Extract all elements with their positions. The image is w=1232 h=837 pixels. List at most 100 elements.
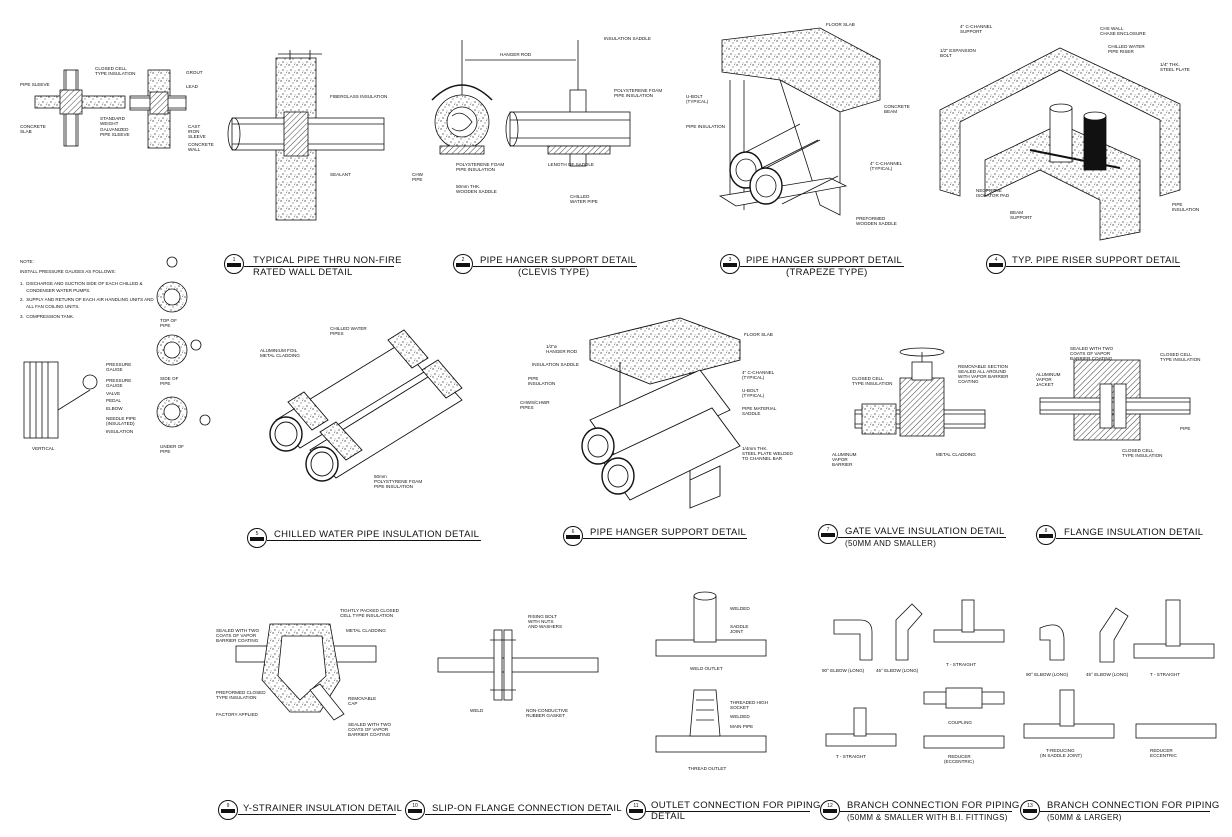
detail-8-bubble: 8 xyxy=(1036,525,1056,545)
detail-13-subtitle: (50MM & LARGER) xyxy=(1047,813,1122,822)
svg-text:LENGTH OF SADDLE: LENGTH OF SADDLE xyxy=(548,162,594,167)
svg-text:(TYPICAL): (TYPICAL) xyxy=(742,375,765,380)
detail-9-title: Y-STRAINER INSULATION DETAIL xyxy=(243,803,403,814)
detail-9-labels: SEALED WITH TWO COATS OF VAPOR BARRIER C… xyxy=(216,608,400,737)
svg-text:CLOSED CELL: CLOSED CELL xyxy=(1160,352,1192,357)
detail-2-underline xyxy=(473,266,637,267)
svg-text:PIPE INSULATION: PIPE INSULATION xyxy=(456,167,495,172)
detail-7-labels: CLOSED CELL TYPE INSULATION REMOVABLE SE… xyxy=(832,364,1009,467)
svg-text:PIPE SLEEVE: PIPE SLEEVE xyxy=(100,132,130,137)
svg-text:SEALED WITH TWO: SEALED WITH TWO xyxy=(216,628,259,633)
detail-10-labels: RISING BOLT WITH NUTS AND WASHERS WELD N… xyxy=(470,614,568,718)
svg-text:SIDE OF: SIDE OF xyxy=(160,376,179,381)
svg-text:POLYSTYRENE FOAM: POLYSTYRENE FOAM xyxy=(374,479,422,484)
svg-text:SADDLE: SADDLE xyxy=(730,624,748,629)
svg-text:PIPE INSULATION: PIPE INSULATION xyxy=(686,124,725,129)
svg-text:TYPE INSULATION: TYPE INSULATION xyxy=(216,695,257,700)
svg-text:REDUCER: REDUCER xyxy=(1150,748,1173,753)
detail-4-bubble: 4 xyxy=(986,254,1006,274)
detail-13-labels: 90° ELBOW (LONG) 45° ELBOW (LONG) T - ST… xyxy=(1026,672,1180,758)
detail-11-underline xyxy=(646,811,810,812)
svg-text:PIPES: PIPES xyxy=(520,405,534,410)
detail-2-title: PIPE HANGER SUPPORT DETAIL xyxy=(480,255,637,266)
pressure-gauge-labels: TOP OF PIPE SIDE OF PIPE UNDER OF PIPE P… xyxy=(32,318,184,454)
detail-2-labels: HANGER ROD INSULATION SADDLE POLYSTERENE… xyxy=(330,36,662,204)
svg-text:POLYSTERENE FOAM: POLYSTERENE FOAM xyxy=(456,162,504,167)
svg-text:1/2" EXPANSION: 1/2" EXPANSION xyxy=(940,48,976,53)
svg-text:ALUMINUM: ALUMINUM xyxy=(832,452,857,457)
svg-text:CONCRETE: CONCRETE xyxy=(188,142,214,147)
svg-text:CONCRETE: CONCRETE xyxy=(884,104,910,109)
svg-text:NEEDLE PIPE: NEEDLE PIPE xyxy=(106,416,136,421)
svg-text:WALL: WALL xyxy=(188,147,201,152)
svg-text:INSULATION SADDLE: INSULATION SADDLE xyxy=(532,362,579,367)
svg-text:NEOPRENE: NEOPRENE xyxy=(976,188,1002,193)
svg-text:CHILLED WATER: CHILLED WATER xyxy=(330,326,367,331)
detail-6-labels: FLOOR SLAB 1/2"ø HANGER ROD INSULATION S… xyxy=(520,332,793,461)
svg-text:1/2"ø: 1/2"ø xyxy=(546,344,557,349)
svg-text:1/4mm THK.: 1/4mm THK. xyxy=(742,446,768,451)
svg-text:FIBERGLASS INSULATION: FIBERGLASS INSULATION xyxy=(330,94,387,99)
note-line: 1. DISCHARGE AND SUCTION SIDE OF EACH CH… xyxy=(20,281,143,286)
svg-text:BARRIER COATING: BARRIER COATING xyxy=(348,732,391,737)
svg-text:TO CHANNEL BAR: TO CHANNEL BAR xyxy=(742,456,783,461)
svg-text:SEALED WITH TWO: SEALED WITH TWO xyxy=(348,722,391,727)
svg-text:SUPPORT: SUPPORT xyxy=(1010,215,1032,220)
svg-text:CONCRETE: CONCRETE xyxy=(20,124,46,129)
detail-4-labels: 4" C-CHANNEL SUPPORT CHS WALL CHASE ENCL… xyxy=(940,24,1199,220)
detail-3-labels: FLOOR SLAB CONCRETE BEAM U-BOLT (TYPICAL… xyxy=(686,22,910,226)
svg-text:CELL TYPE INSULATION: CELL TYPE INSULATION xyxy=(340,613,393,618)
svg-text:GAUGE: GAUGE xyxy=(106,383,123,388)
svg-text:TIGHTLY PACKED CLOSED: TIGHTLY PACKED CLOSED xyxy=(340,608,400,613)
detail-1-subtitle: RATED WALL DETAIL xyxy=(253,267,353,278)
svg-text:SEALED ALL AROUND: SEALED ALL AROUND xyxy=(958,369,1007,374)
note-heading: NOTE: xyxy=(20,259,34,264)
svg-text:SEALED WITH TWO: SEALED WITH TWO xyxy=(1070,346,1113,351)
svg-text:RISING BOLT: RISING BOLT xyxy=(528,614,557,619)
pressure-gauge-drawing xyxy=(23,256,211,439)
detail-7-bubble: 7 xyxy=(818,524,838,544)
svg-text:STEEL PLATE WELDED: STEEL PLATE WELDED xyxy=(742,451,793,456)
svg-text:REMOVABLE SECTION: REMOVABLE SECTION xyxy=(958,364,1008,369)
svg-text:WITH VAPOR BARRIER: WITH VAPOR BARRIER xyxy=(958,374,1009,379)
svg-text:SEALANT: SEALANT xyxy=(330,172,351,177)
svg-text:IRON: IRON xyxy=(188,129,199,134)
svg-text:CHILLED WATER: CHILLED WATER xyxy=(1108,44,1145,49)
svg-text:WATER PIPE: WATER PIPE xyxy=(570,199,598,204)
detail-3-drawing xyxy=(718,27,881,216)
note-line: 3. COMPRESSION TANK. xyxy=(20,314,75,319)
svg-text:PIPE SLEEVE: PIPE SLEEVE xyxy=(20,82,50,87)
svg-text:(IN SADDLE JOINT): (IN SADDLE JOINT) xyxy=(1040,753,1082,758)
detail-1-labels: CLOSED CELL TYPE INSULATION GROUT LEAD S… xyxy=(20,66,214,152)
svg-text:PRESSURE: PRESSURE xyxy=(106,362,131,367)
detail-11-bubble: 11 xyxy=(626,800,646,820)
svg-text:T-REDUCING: T-REDUCING xyxy=(1046,748,1075,753)
detail-8-labels: SEALED WITH TWO COATS OF VAPOR BARRIER C… xyxy=(1036,346,1201,458)
svg-text:PIPE MATERIAL: PIPE MATERIAL xyxy=(742,406,777,411)
detail-2-drawing xyxy=(431,40,631,167)
svg-text:FLOOR SLAB: FLOOR SLAB xyxy=(826,22,855,27)
svg-text:PIPE INSULATION: PIPE INSULATION xyxy=(614,93,653,98)
svg-text:U-BOLT: U-BOLT xyxy=(686,94,703,99)
svg-text:PIPE: PIPE xyxy=(1180,426,1190,431)
svg-text:BOLT: BOLT xyxy=(940,53,952,58)
svg-text:T - STRAIGHT: T - STRAIGHT xyxy=(946,662,976,667)
svg-text:WOODEN SADDLE: WOODEN SADDLE xyxy=(456,189,497,194)
detail-12-bubble: 12 xyxy=(820,800,840,820)
detail-8-title: FLANGE INSULATION DETAIL xyxy=(1064,527,1204,538)
svg-text:TYPE INSULATION: TYPE INSULATION xyxy=(95,71,136,76)
detail-5-bubble: 5 xyxy=(247,528,267,548)
svg-text:50mm: 50mm xyxy=(374,474,387,479)
svg-text:CHASE ENCLOSURE: CHASE ENCLOSURE xyxy=(1100,31,1146,36)
svg-text:BEAM: BEAM xyxy=(1010,210,1023,215)
svg-text:JOINT: JOINT xyxy=(730,629,743,634)
svg-text:HANGER ROD: HANGER ROD xyxy=(546,349,578,354)
detail-6-underline xyxy=(583,538,747,539)
detail-1-underline xyxy=(244,266,394,267)
detail-3-bubble: 3 xyxy=(720,254,740,274)
svg-text:(TYPICAL): (TYPICAL) xyxy=(686,99,709,104)
svg-text:WELD: WELD xyxy=(470,708,484,713)
svg-text:COUPLING: COUPLING xyxy=(948,720,972,725)
svg-text:CHS WALL: CHS WALL xyxy=(1100,26,1124,31)
